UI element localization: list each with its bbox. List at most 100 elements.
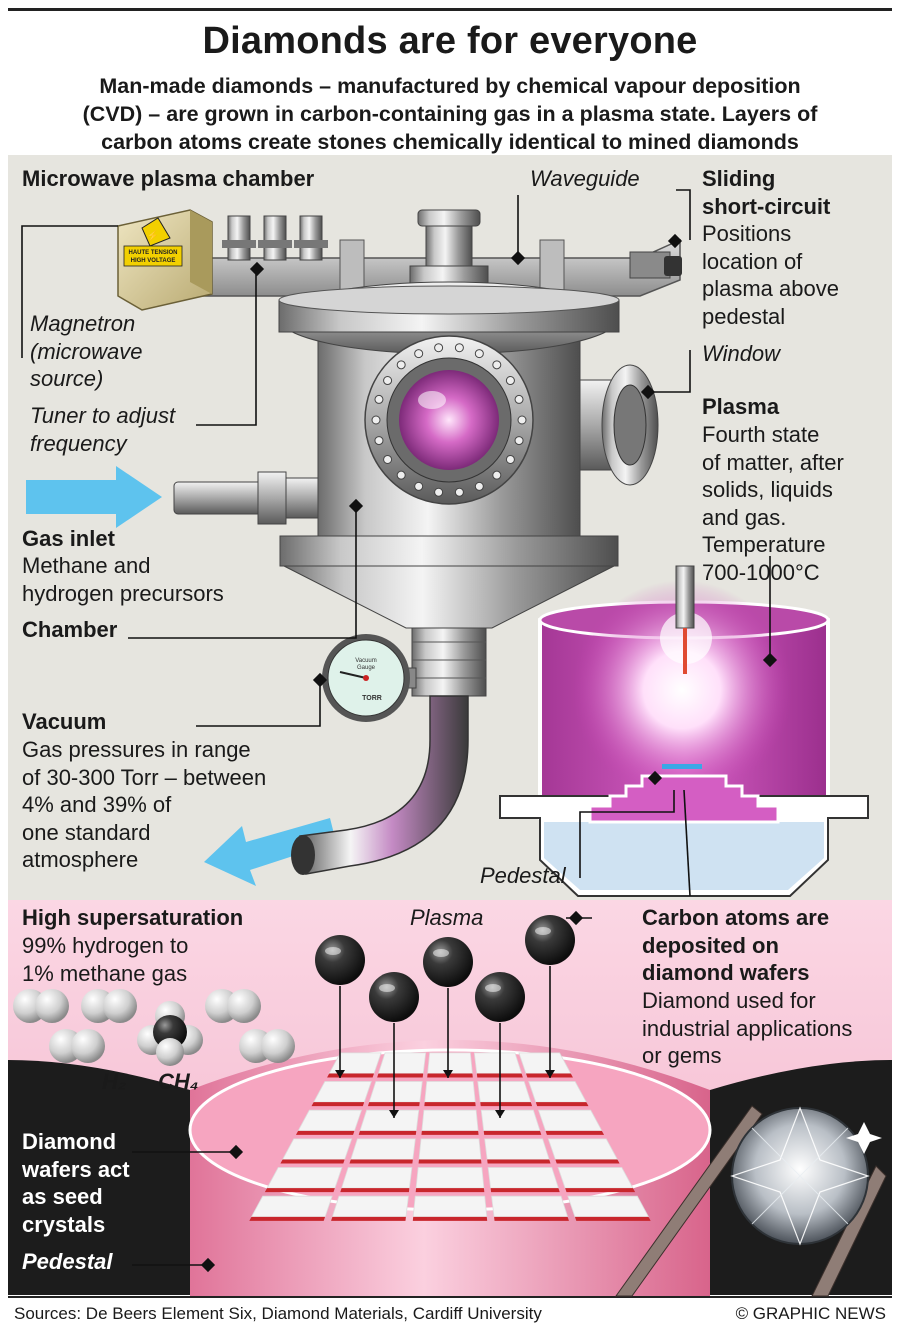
h2-molecule [239,1029,295,1063]
wafer-edge [427,1073,473,1078]
pedestal-label-bottom: Pedestal [22,1249,113,1274]
carbon-atom [423,937,473,987]
vacuum-desc: Gas pressures in range of 30-300 Torr – … [22,737,267,872]
sliding-short-circuit-desc: Positions location of plasma above pedes… [702,221,839,329]
carbon-atoms-desc: Diamond used for industrial applications… [642,988,853,1068]
wafer [350,1138,416,1160]
tuner-stubs [222,215,328,261]
plasma-title: Plasma [702,394,780,419]
bolt-icon [396,470,406,480]
wafer-edge [415,1188,485,1193]
wafer [487,1167,559,1189]
dark-corner-left [8,1060,190,1295]
wafer [266,1167,343,1189]
svg-text:TORR: TORR [362,695,382,702]
bolt-icon [474,349,484,359]
gas-inlet-title: Gas inlet [22,526,115,551]
plasma-desc: Fourth state of matter, after solids, li… [702,422,844,585]
wafer-edge [280,1159,345,1164]
chamber-label: Chamber [22,617,118,642]
viewport [364,335,534,505]
h2-label: H₂ [102,1069,127,1094]
wafer-edge [535,1102,589,1107]
bolt-icon [517,415,527,425]
plasma-label-bottom: Plasma [410,905,484,930]
bolt-icon [514,436,524,446]
gas-inlet-desc: Methane and hydrogen precursors [22,553,224,606]
wafer-edge [421,1130,479,1135]
carbon-atom [475,972,525,1022]
wafer-edge [483,1130,542,1135]
wafer-edge [327,1073,374,1078]
wafer-edge [340,1188,410,1193]
wafer [341,1167,413,1189]
wafer-edge [349,1159,413,1164]
bolt-icon [434,343,444,353]
bolt-icon [492,360,502,370]
wafer-edge [331,1216,406,1221]
arrowhead-icon [389,1110,399,1118]
bolt-icon [505,376,515,386]
supersaturation-desc: 99% hydrogen to 1% methane gas [22,933,189,986]
bolt-icon [514,394,524,404]
wafer [412,1195,488,1218]
arrowhead-icon [495,1110,505,1118]
wafer [477,1081,532,1103]
wafer [421,1109,479,1132]
wafer [537,1109,603,1132]
h2-molecule [49,1029,105,1063]
h2-molecule [205,989,261,1023]
chamber-heading: Microwave plasma chamber [22,166,315,191]
sources-text: Sources: De Beers Element Six, Diamond M… [14,1304,542,1323]
wafer-edge [555,1159,620,1164]
wafer [331,1195,409,1218]
bolt-icon [383,376,393,386]
side-port [579,364,659,486]
wafer [547,1138,619,1160]
arrowhead-icon [545,1070,555,1078]
carbon-atoms [315,915,575,1118]
leader-lines [21,189,771,1266]
wafer [415,1167,485,1189]
wafer-edge [480,1102,533,1107]
wafer-edge [377,1073,424,1078]
wafer-grid [249,1052,651,1221]
magnetron-label: Magnetron (microwave source) [30,311,143,391]
wafer-edge [412,1216,488,1221]
intro-text: Man-made diamonds – manufactured by chem… [82,74,818,154]
atom-highlight [325,947,341,955]
arrowhead-icon [443,1070,453,1078]
wafer-edge [249,1216,326,1221]
bolt-icon [383,454,393,464]
window-label: Window [702,341,781,366]
gas-in-arrow [26,466,162,528]
atom-highlight [379,984,395,992]
svg-text:⚡: ⚡ [147,229,159,242]
leader-diamonds [200,233,778,1273]
wafer [567,1195,650,1218]
wafer [250,1195,333,1218]
credit-text: © GRAPHIC NEWS [735,1304,886,1323]
ch4-label: CH₄ [158,1069,199,1094]
wafer-edge [295,1130,355,1135]
cutaway-cylinder [499,565,869,897]
wafer-edge [358,1130,417,1135]
wafers-title: Diamond wafers act as seed crystals [22,1129,130,1237]
wafer [484,1138,550,1160]
wafer [359,1109,420,1132]
carbon-atoms-title: Carbon atoms are deposited on diamond wa… [642,905,830,985]
wafer [297,1109,363,1132]
bolt-icon [505,454,515,464]
waveguide-label: Waveguide [530,166,640,191]
atom-highlight [535,927,551,935]
top-rule [8,8,892,11]
wafer-edge [494,1216,569,1221]
wafer-edge [418,1159,482,1164]
viewport-bolts [371,343,527,497]
ch4-molecule [137,1001,203,1066]
